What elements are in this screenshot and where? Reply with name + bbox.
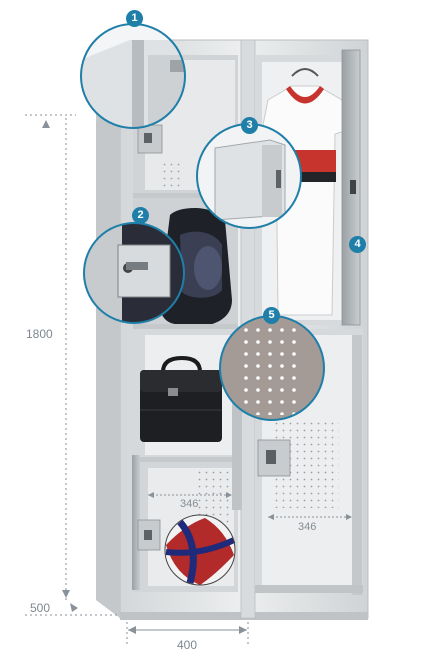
dimension-lines (25, 114, 352, 645)
callout-badge-1: 1 (126, 10, 143, 27)
basketball (164, 514, 236, 586)
dimension-arrows (42, 120, 352, 634)
detail-circle-2 (83, 222, 185, 324)
callout-badge-5: 5 (263, 307, 280, 324)
inner-width-right-label: 346 (298, 521, 317, 533)
depth-dimension-label: 500 (30, 601, 51, 615)
callout-badge-2: 2 (132, 207, 149, 224)
height-dimension-label: 1800 (26, 327, 53, 341)
callout-badge-4: 4 (349, 236, 366, 253)
detail-circle-5 (219, 315, 325, 421)
inner-width-left-label: 346 (180, 498, 199, 510)
detail-circle-1 (80, 23, 186, 129)
callout-badge-3: 3 (241, 117, 258, 134)
briefcase (140, 355, 222, 442)
width-dimension-label: 400 (177, 638, 198, 652)
detail-circle-3 (196, 123, 302, 229)
